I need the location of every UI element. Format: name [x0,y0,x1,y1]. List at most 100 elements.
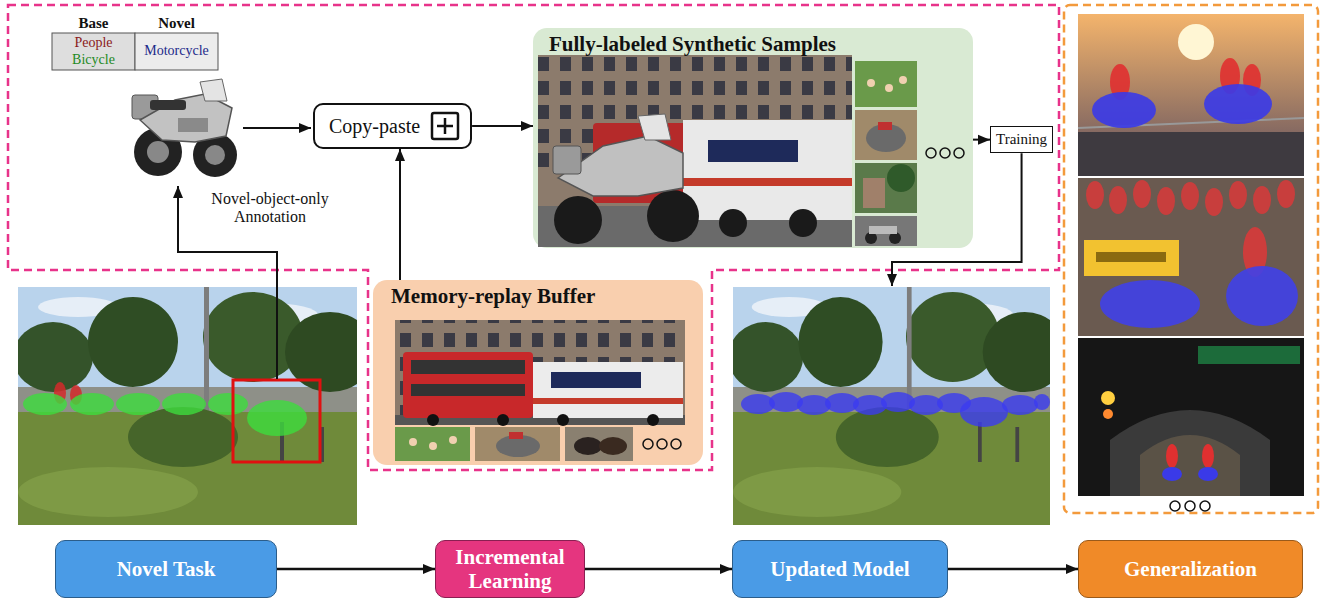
generalization-photo [1204,84,1272,124]
generalization-photo [1078,178,1304,336]
flow-arrow [472,125,533,127]
synthetic-sample-images [899,76,907,84]
synthetic-sample-images [719,209,747,237]
class-table [52,33,218,70]
replay-buffer-images [643,439,653,449]
table-cell: Bicycle [52,52,135,68]
replay-buffer-images [427,414,439,426]
synthetic-sample-images [878,122,892,130]
node-text: Generalization [1124,557,1257,581]
synthetic-sample-images [863,178,885,208]
generalization-photo [1226,266,1298,326]
generalization-photo [1101,391,1115,405]
table-cell: People [52,35,135,51]
generalization-photo [1229,181,1247,209]
table-cell: Motorcycle [135,43,218,59]
generalization-photo [1092,92,1156,128]
motorcycle-cutout [178,118,208,132]
synthetic-sample-images [867,79,875,87]
generalization-photo [1078,338,1304,496]
generalization-photo [1181,182,1199,210]
annotation-box [233,380,320,462]
updated-model-photo [728,287,1067,525]
novel-task-photo [13,287,375,525]
synthetic-sample-images [885,84,893,92]
replay-buffer-images [409,438,417,446]
novel-task-photo [23,393,67,415]
stage-box: Incremental Learning [435,540,585,598]
synthetic-sample-images [855,216,917,246]
generalization-photo [1198,467,1218,481]
generalization-photo [1086,181,1104,209]
replay-buffer-images [411,384,525,396]
generalization-photo [1166,444,1178,468]
synthetic-samples-panel: Fully-labeled Synthetic Samples [533,28,973,248]
stage-box: Novel Task [55,540,277,598]
synthetic-sample-images [855,163,917,213]
generalization-photo [1109,186,1127,214]
generalization-photo [1178,24,1214,60]
novel-task-photo [13,287,375,525]
replay-buffer-images [551,372,641,388]
replay-buffer-images [497,414,509,426]
synthetic-sample-images [683,178,852,186]
replay-buffer-images [533,362,683,418]
ellipsis-dots [1185,501,1195,511]
generalization-photo [1277,180,1295,208]
synthetic-sample-images [954,148,964,158]
class-table [135,33,218,70]
replay-buffer-images [475,427,560,461]
synthetic-sample-images [533,28,973,248]
plus-symbol [437,125,453,128]
generalization-photo [1100,280,1200,328]
synthetic-sample-images [887,164,915,192]
node-text: Fully-labeled Synthetic Samples [549,32,957,56]
replay-buffer-images [533,398,683,404]
motorcycle-cutout [147,141,169,163]
motorcycle-cutout [132,79,237,177]
replay-buffer-images [671,439,681,449]
node-text: Incremental Learning [444,545,576,593]
novel-task-photo [162,393,206,415]
process-box: Training [990,126,1053,153]
generalization-photo [1078,132,1304,176]
replay-buffer-images [395,320,685,425]
node-text: Novel Task [117,557,216,581]
generalization-photo [1202,444,1214,468]
synthetic-sample-images [553,146,581,174]
synthetic-sample-images [538,55,852,247]
generalization-photo [1110,410,1270,496]
generalization-photo [1103,409,1113,419]
updated-model-photo [1034,394,1050,410]
ellipsis-dots [1170,501,1210,511]
replay-buffer-images [565,427,633,461]
memory-buffer-panel: Memory-replay Buffer [373,280,703,465]
generalization-photo [1133,180,1151,208]
incremental-learning-region [8,5,1059,470]
synthetic-sample-images [855,61,917,107]
flow-arrow [277,568,435,571]
generalization-photo [1078,14,1304,176]
flow-arrow [948,568,1078,571]
node-text: Memory-replay Buffer [391,284,685,308]
replay-buffer-images [643,439,681,449]
replay-buffer-images [449,436,457,444]
synthetic-sample-images [683,120,852,220]
replay-buffer-images [574,437,602,455]
table-cell: Base [52,15,135,32]
replay-buffer-images [411,360,525,374]
ellipsis-dots [1170,501,1180,511]
novel-task-photo [247,400,307,436]
flow-arrow [585,568,732,571]
generalization-photo [1140,435,1240,496]
updated-model-photo [728,287,1067,525]
replay-buffer-images [647,414,659,426]
generalization-photo [1205,188,1223,216]
novel-task-photo [208,393,248,415]
updated-model-photo [960,397,1008,427]
stage-box: Generalization [1078,540,1303,598]
process-box: Copy-paste [313,103,472,149]
generalization-photo [1096,252,1166,262]
updated-model-photo [1002,395,1038,415]
